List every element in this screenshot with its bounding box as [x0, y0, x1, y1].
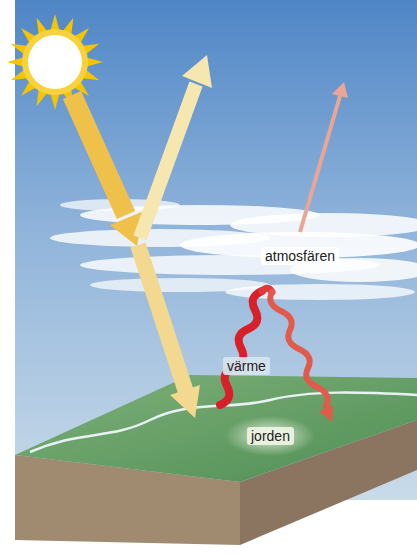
ground-surface [15, 375, 417, 482]
cloud-band [50, 199, 417, 300]
sun [7, 14, 103, 110]
escaping-heat-arrow [300, 82, 348, 232]
reflected-light-arrow [140, 55, 212, 238]
returning-heat-wave [270, 292, 333, 422]
heat-label: värme [223, 357, 270, 375]
ground-glow [225, 416, 315, 456]
rising-heat-wave [220, 291, 262, 405]
atmosphere-label: atmosfären [261, 247, 339, 265]
ground-label: jorden [247, 427, 294, 445]
